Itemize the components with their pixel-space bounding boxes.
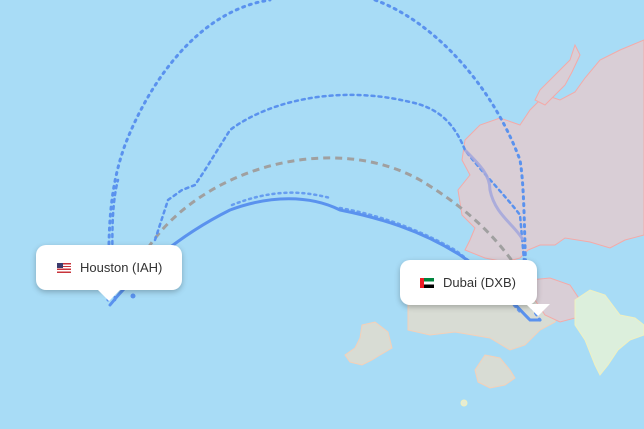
- route-direct-line: [146, 156, 527, 281]
- land-east-africa: [474, 354, 516, 389]
- tooltip-pointer: [526, 304, 550, 316]
- origin-airport-label: Houston (IAH): [80, 260, 163, 275]
- route-point: [130, 293, 136, 299]
- route-flown-europe: [463, 148, 525, 241]
- land-island: [460, 399, 468, 407]
- land-scandinavia-north: [534, 43, 581, 106]
- land-europe-russia: [457, 39, 644, 263]
- origin-airport-tooltip[interactable]: Houston (IAH): [36, 245, 182, 301]
- tooltip-pointer: [97, 289, 121, 301]
- land-india: [574, 289, 644, 376]
- destination-airport-label: Dubai (DXB): [443, 275, 516, 290]
- ae-flag-icon: [420, 277, 434, 288]
- destination-airport-tooltip[interactable]: Dubai (DXB): [400, 260, 550, 316]
- us-flag-icon: [57, 262, 71, 273]
- land-west-africa: [344, 321, 393, 366]
